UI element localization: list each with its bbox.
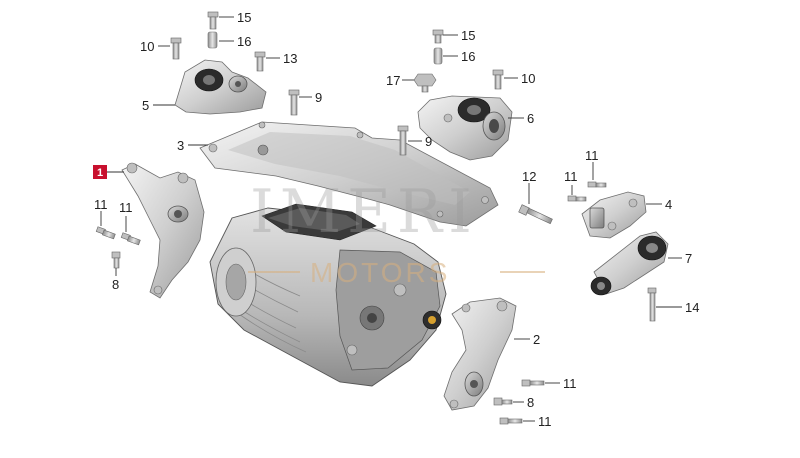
callout-label: 8 <box>112 277 119 292</box>
callout-15[interactable]: 15 <box>219 10 251 25</box>
nut-17 <box>413 73 437 93</box>
bolt-9-upper <box>288 89 300 116</box>
bolt-11-left-a <box>95 226 116 240</box>
callout-9[interactable]: 9 <box>299 90 322 105</box>
callout-label: 7 <box>685 251 692 266</box>
watermark-sub-text: MOTORS <box>310 257 450 288</box>
callout-label: 12 <box>522 169 536 184</box>
callout-label: 14 <box>685 300 699 315</box>
bolt-11-lower-a <box>521 379 545 387</box>
callout-label: 5 <box>142 98 149 113</box>
callout-11[interactable]: 11 <box>545 376 577 391</box>
callout-3[interactable]: 3 <box>177 138 208 153</box>
callout-5[interactable]: 5 <box>142 98 175 113</box>
callout-11[interactable]: 11 <box>119 200 133 232</box>
callout-label: 11 <box>585 148 599 163</box>
callout-7[interactable]: 7 <box>668 251 692 266</box>
bolt-11-left-b <box>120 232 141 246</box>
highlighted-part-marker[interactable]: 1 <box>93 165 124 179</box>
callout-label: 11 <box>538 414 552 429</box>
bolt-14 <box>647 287 657 322</box>
callout-2[interactable]: 2 <box>514 332 540 347</box>
fasteners <box>95 11 657 425</box>
bolt-11-lower-b <box>499 417 523 425</box>
callout-9[interactable]: 9 <box>408 134 432 149</box>
engine-mount-part-6 <box>417 95 513 161</box>
callout-15[interactable]: 15 <box>443 28 475 43</box>
watermark: IMERI MOTORS <box>248 177 545 288</box>
callout-8[interactable]: 8 <box>112 268 119 292</box>
bolt-8-lower <box>493 397 513 406</box>
callout-8[interactable]: 8 <box>513 395 534 410</box>
bolt-15-left <box>207 11 219 30</box>
bracket-part-4 <box>581 191 647 239</box>
bolt-13 <box>254 51 266 72</box>
callout-10[interactable]: 10 <box>140 39 170 54</box>
callout-label: 15 <box>461 28 475 43</box>
callout-label: 16 <box>461 49 475 64</box>
callout-label: 16 <box>237 34 251 49</box>
bolt-10-left <box>170 37 182 60</box>
callout-14[interactable]: 14 <box>656 300 699 315</box>
callout-16[interactable]: 16 <box>443 49 475 64</box>
callout-label: 11 <box>564 169 578 184</box>
bolt-8-left <box>111 251 121 269</box>
callout-label: 8 <box>527 395 534 410</box>
bolt-11-right-a <box>587 181 607 188</box>
bolt-9-lower <box>397 125 409 156</box>
callout-label: 6 <box>527 111 534 126</box>
callout-label: 10 <box>140 39 154 54</box>
callout-label: 10 <box>521 71 535 86</box>
bolt-10-right <box>492 69 504 90</box>
watermark-main-text: IMERI <box>250 177 478 247</box>
spacer-16-right <box>433 47 443 65</box>
callout-6[interactable]: 6 <box>508 111 534 126</box>
callout-13[interactable]: 13 <box>266 51 297 66</box>
bracket-part-1 <box>121 162 205 299</box>
callout-11[interactable]: 11 <box>585 148 599 180</box>
callout-label: 17 <box>386 73 400 88</box>
callout-4[interactable]: 4 <box>646 197 672 212</box>
electric-drive-unit <box>209 203 447 387</box>
engine-mount-part-5 <box>174 59 267 115</box>
callout-label: 4 <box>665 197 672 212</box>
crossmember-plate-part-3 <box>199 121 499 227</box>
callout-label: 11 <box>563 376 577 391</box>
callout-label: 9 <box>315 90 322 105</box>
callout-10[interactable]: 10 <box>504 71 535 86</box>
bracket-part-2 <box>443 297 517 411</box>
torque-rod-part-7 <box>590 231 669 296</box>
callout-label: 3 <box>177 138 184 153</box>
callout-11[interactable]: 11 <box>94 197 108 226</box>
callouts: 15 10 16 13 15 16 17 10 <box>94 10 699 429</box>
bolt-11-right-b <box>567 195 587 202</box>
callout-11[interactable]: 11 <box>564 169 578 195</box>
callout-11[interactable]: 11 <box>523 414 552 429</box>
callout-label: 11 <box>94 197 108 212</box>
callout-label: 9 <box>425 134 432 149</box>
callout-label: 2 <box>533 332 540 347</box>
callout-label: 11 <box>119 200 133 215</box>
bolt-15-right <box>432 29 444 44</box>
highlighted-part-label: 1 <box>97 167 103 179</box>
callout-label: 13 <box>283 51 297 66</box>
spacer-16-left <box>207 31 218 49</box>
callout-16[interactable]: 16 <box>219 34 251 49</box>
bolt-12 <box>518 204 553 225</box>
callout-label: 15 <box>237 10 251 25</box>
callout-12[interactable]: 12 <box>522 169 536 204</box>
callout-17[interactable]: 17 <box>386 73 414 88</box>
